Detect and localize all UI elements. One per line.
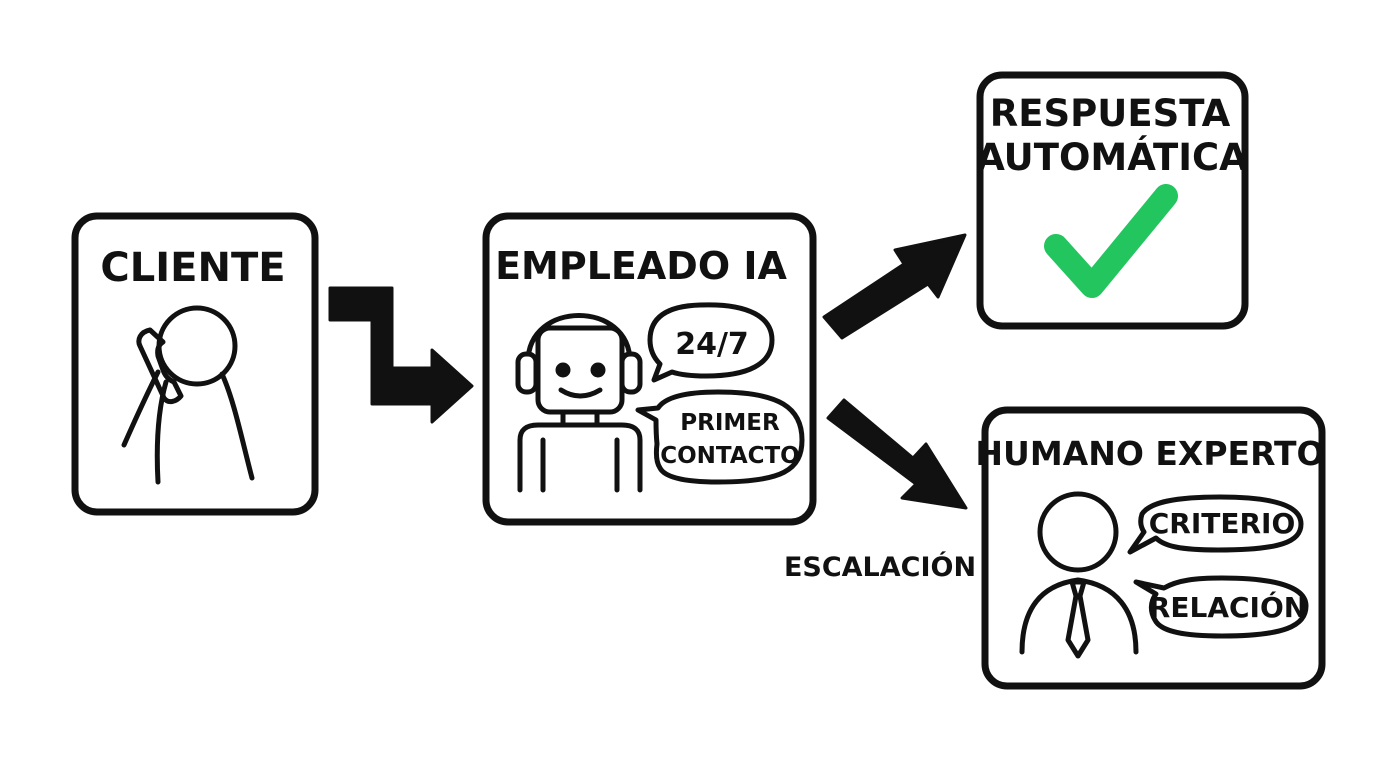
person-with-tie-icon	[1019, 491, 1139, 659]
person-on-phone-icon	[121, 305, 255, 485]
bubble-primer-contacto: PRIMER CONTACTO	[635, 389, 805, 485]
bubble-criterio-text: CRITERIO	[1149, 507, 1296, 540]
cliente-title: CLIENTE	[100, 245, 285, 291]
arrow-cliente-to-empleado	[328, 286, 474, 424]
cliente-box	[71, 212, 319, 516]
bubble-relacion: RELACIÓN	[1133, 575, 1309, 639]
bubble-criterio: CRITERIO	[1127, 494, 1304, 555]
bubble-relacion-text: RELACIÓN	[1149, 590, 1307, 624]
respuesta-box	[976, 71, 1249, 330]
empleado-title: EMPLEADO IA	[495, 244, 787, 288]
node-respuesta-automatica: RESPUESTA AUTOMÁTICA	[976, 71, 1249, 330]
respuesta-title-line-2: AUTOMÁTICA	[976, 135, 1248, 179]
node-humano-experto: HUMANO EXPERTO CRITERIO RELACIÓN	[975, 406, 1326, 690]
node-empleado-ia: EMPLEADO IA 24/7 PRIMER CONTACTO	[482, 212, 817, 526]
respuesta-title-line-1: RESPUESTA	[990, 92, 1231, 135]
escalation-label: ESCALACIÓN	[784, 551, 976, 583]
node-cliente: CLIENTE	[71, 212, 319, 516]
bubble-primer-text: PRIMER	[680, 410, 780, 436]
bubble-contacto-text: CONTACTO	[660, 443, 800, 469]
robot-headset-icon	[515, 313, 643, 493]
arrow-empleado-to-humano	[826, 398, 968, 510]
bubble-24-7-text: 24/7	[675, 327, 749, 362]
arrow-empleado-to-respuesta	[822, 233, 967, 340]
bubble-24-7: 24/7	[647, 302, 775, 383]
humano-title: HUMANO EXPERTO	[975, 434, 1324, 473]
checkmark-icon	[1044, 184, 1178, 298]
